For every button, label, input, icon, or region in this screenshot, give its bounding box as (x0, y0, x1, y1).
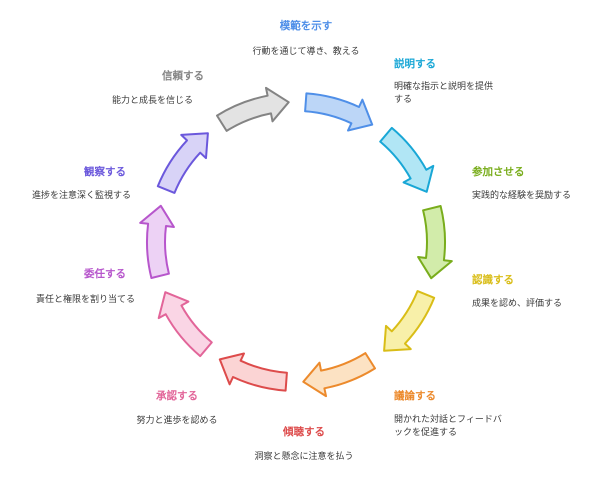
step-6-label: 承認する 努力と進歩を認める (118, 388, 236, 428)
step-5-label: 傾聴する 洞察と懸念に注意を払う (246, 424, 362, 464)
step-4-desc: 開かれた対話とフィードバックを促進する (394, 415, 502, 438)
step-0-arrow (304, 92, 374, 132)
step-8-label: 観察する 進捗を注意深く監視する (32, 164, 138, 203)
step-4-arrow (302, 352, 376, 398)
step-0-title: 模範を示す (279, 20, 333, 32)
step-4-title: 議論する (394, 390, 436, 402)
step-1-title: 説明する (394, 58, 436, 70)
step-7-title: 委任する (84, 268, 126, 280)
step-8-desc: 進捗を注意深く監視する (32, 191, 132, 201)
step-6-arrow (157, 291, 213, 358)
step-9-desc: 能力と成長を信じる (112, 96, 194, 106)
step-2-label: 参加させる 実践的な経験を奨励する (472, 164, 582, 203)
step-8-arrow (156, 132, 209, 194)
step-1-desc: 明確な指示と説明を提供する (394, 82, 494, 105)
step-0-desc: 行動を通じて導き、教える (252, 47, 360, 57)
step-5-title: 傾聴する (283, 426, 325, 438)
step-6-desc: 努力と進歩を認める (136, 416, 218, 426)
step-5-arrow (218, 352, 288, 392)
step-2-arrow (417, 205, 453, 280)
step-1-label: 説明する 明確な指示と説明を提供する (394, 56, 500, 107)
step-4-label: 議論する 開かれた対話とフィードバックを促進する (394, 388, 510, 440)
step-1-arrow (379, 126, 435, 193)
step-2-title: 参加させる (472, 166, 525, 178)
step-7-label: 委任する 責任と権限を割り当てる (36, 266, 140, 307)
step-0-label: 模範を示す 行動を通じて導き、教える (248, 18, 364, 59)
step-3-arrow (383, 290, 436, 352)
step-8-title: 観察する (84, 166, 126, 178)
step-7-arrow (139, 204, 175, 279)
step-9-arrow (216, 86, 290, 132)
step-6-title: 承認する (156, 390, 198, 402)
step-2-desc: 実践的な経験を奨励する (472, 191, 572, 201)
step-7-desc: 責任と権限を割り当てる (36, 295, 136, 305)
step-5-desc: 洞察と懸念に注意を払う (254, 452, 354, 462)
step-3-desc: 成果を認め、評価する (472, 299, 563, 309)
step-3-title: 認識する (472, 274, 514, 286)
step-3-label: 認識する 成果を認め、評価する (472, 272, 602, 311)
step-9-label: 信頼する 能力と成長を信じる (112, 68, 222, 108)
step-9-title: 信頼する (162, 70, 204, 82)
